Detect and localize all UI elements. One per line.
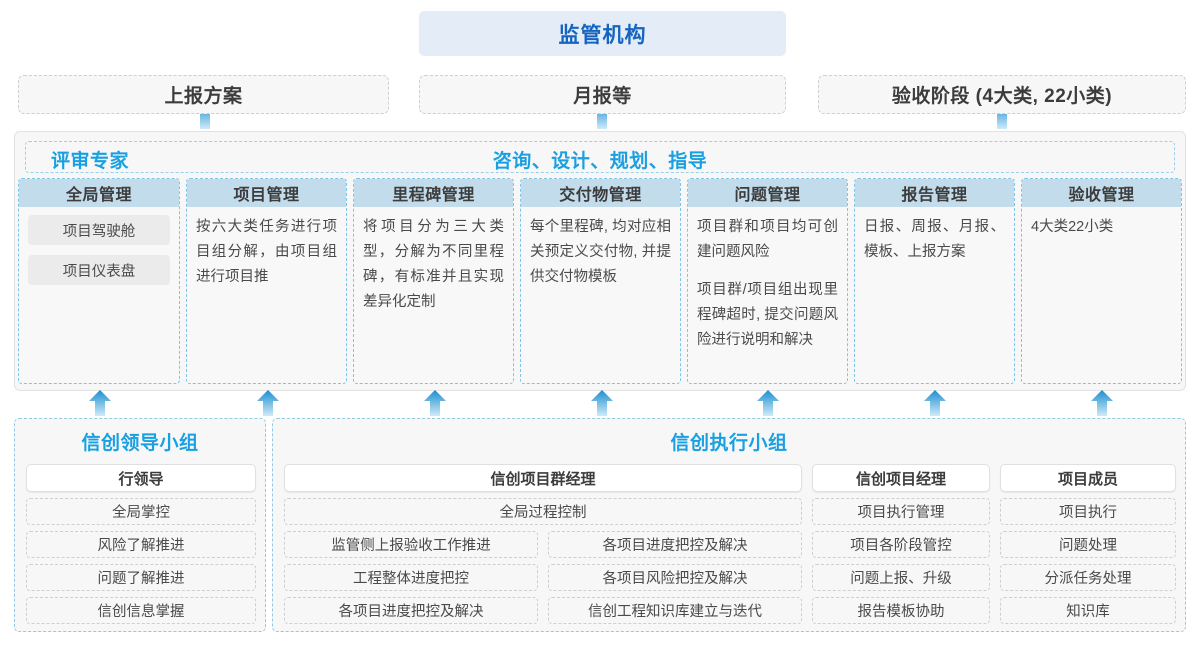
management-card-body-2: 将项目分为三大类型，分解为不同里程碑，有标准并且实现差异化定制 [354, 207, 513, 315]
role-item-project-manager-1[interactable]: 项目各阶段管控 [812, 531, 990, 558]
management-card-body-6: 4大类22小类 [1022, 207, 1181, 240]
up-arrow-icon-mid-0 [89, 390, 111, 416]
management-card-text-2-0: 将项目分为三大类型，分解为不同里程碑，有标准并且实现差异化定制 [363, 219, 504, 310]
management-card-text-3-0: 每个里程碑, 均对应相关预定义交付物, 并提供交付物模板 [530, 219, 671, 285]
role-item-list-project-member: 项目执行问题处理分派任务处理知识库 [1000, 498, 1176, 624]
management-card-title-0: 全局管理 [19, 179, 179, 207]
management-card-body-3: 每个里程碑, 均对应相关预定义交付物, 并提供交付物模板 [521, 207, 680, 290]
management-card-0[interactable]: 全局管理项目驾驶舱项目仪表盘 [18, 178, 180, 384]
management-card-text-4-1: 项目群/项目组出现里程碑超时, 提交问题风险进行说明和解决 [697, 282, 838, 348]
role-item-program-right-2[interactable]: 信创工程知识库建立与迭代 [548, 597, 802, 624]
management-card-text-1-0: 按六大类任务进行项目组分解，由项目组进行项目推 [196, 219, 337, 285]
role-header-project-manager[interactable]: 信创项目经理 [812, 464, 990, 492]
role-item-program-left-1[interactable]: 工程整体进度把控 [284, 564, 538, 591]
panel-title-reviewers: 评审专家 [51, 151, 130, 172]
role-item-program-left-0[interactable]: 监管侧上报验收工作推进 [284, 531, 538, 558]
management-card-text-6-0: 4大类22小类 [1031, 219, 1114, 235]
report-box-plan[interactable]: 上报方案 [18, 75, 389, 114]
up-arrow-icon-mid-1 [257, 390, 279, 416]
leadership-group-title: 信创领导小组 [81, 433, 199, 454]
execution-group-panel: 信创执行小组 信创项目群经理 全局过程控制 监管侧上报验收工作推进工程整体进度把… [272, 418, 1186, 632]
role-header-program-manager[interactable]: 信创项目群经理 [284, 464, 802, 492]
report-box-acceptance[interactable]: 验收阶段 (4大类, 22小类) [818, 75, 1186, 114]
management-card-5[interactable]: 报告管理日报、周报、月报、模板、上报方案 [854, 178, 1015, 384]
regulator-header: 监管机构 [419, 11, 786, 56]
report-box-monthly[interactable]: 月报等 [419, 75, 786, 114]
panel-title-services: 咨询、设计、规划、指导 [492, 151, 708, 172]
management-card-body-5: 日报、周报、月报、模板、上报方案 [855, 207, 1014, 265]
leadership-group-panel: 信创领导小组 行领导 全局掌控风险了解推进问题了解推进信创信息掌握 [14, 418, 266, 632]
management-card-title-3: 交付物管理 [521, 179, 680, 207]
report-box-monthly-label: 月报等 [573, 86, 632, 107]
up-arrow-icon-mid-4 [757, 390, 779, 416]
management-card-title-5: 报告管理 [855, 179, 1014, 207]
role-item-list-project-manager: 项目执行管理项目各阶段管控问题上报、升级报告模板协助 [812, 498, 990, 624]
role-item-bank-leader-0[interactable]: 全局掌控 [26, 498, 256, 525]
role-header-bank-leader[interactable]: 行领导 [26, 464, 256, 492]
up-arrow-icon-mid-2 [424, 390, 446, 416]
management-card-text-5-0: 日报、周报、月报、模板、上报方案 [864, 219, 1005, 260]
up-arrow-icon-mid-3 [591, 390, 613, 416]
role-item-project-member-0[interactable]: 项目执行 [1000, 498, 1176, 525]
role-item-project-manager-3[interactable]: 报告模板协助 [812, 597, 990, 624]
management-card-body-0: 项目驾驶舱项目仪表盘 [19, 207, 179, 285]
management-card-text-4-0: 项目群和项目均可创建问题风险 [697, 219, 838, 260]
role-item-project-member-3[interactable]: 知识库 [1000, 597, 1176, 624]
role-item-list-bank-leader: 全局掌控风险了解推进问题了解推进信创信息掌握 [26, 498, 256, 624]
role-column-project-manager: 信创项目经理 项目执行管理项目各阶段管控问题上报、升级报告模板协助 [812, 464, 990, 624]
management-card-4[interactable]: 问题管理项目群和项目均可创建问题风险项目群/项目组出现里程碑超时, 提交问题风险… [687, 178, 848, 384]
management-card-body-1: 按六大类任务进行项目组分解，由项目组进行项目推 [187, 207, 346, 290]
management-card-title-2: 里程碑管理 [354, 179, 513, 207]
role-column-bank-leader: 行领导 全局掌控风险了解推进问题了解推进信创信息掌握 [26, 464, 256, 624]
management-card-3[interactable]: 交付物管理每个里程碑, 均对应相关预定义交付物, 并提供交付物模板 [520, 178, 681, 384]
management-card-body-4: 项目群和项目均可创建问题风险项目群/项目组出现里程碑超时, 提交问题风险进行说明… [688, 207, 847, 353]
up-arrow-icon-mid-5 [924, 390, 946, 416]
panel-titlebar [25, 141, 1175, 173]
execution-group-title: 信创执行小组 [670, 433, 788, 454]
regulator-label: 监管机构 [558, 23, 647, 47]
role-item-list-program-left: 监管侧上报验收工作推进工程整体进度把控各项目进度把控及解决 [284, 525, 538, 624]
management-card-chip-0-0[interactable]: 项目驾驶舱 [28, 215, 170, 245]
role-item-program-left-2[interactable]: 各项目进度把控及解决 [284, 597, 538, 624]
role-item-list-program-right: 各项目进度把控及解决各项目风险把控及解决信创工程知识库建立与迭代 [548, 525, 802, 624]
role-column-program-manager: 信创项目群经理 全局过程控制 监管侧上报验收工作推进工程整体进度把控各项目进度把… [284, 464, 802, 624]
management-card-6[interactable]: 验收管理 4大类22小类 [1021, 178, 1182, 384]
role-item-program-right-0[interactable]: 各项目进度把控及解决 [548, 531, 802, 558]
up-arrow-icon-mid-6 [1091, 390, 1113, 416]
management-card-title-4: 问题管理 [688, 179, 847, 207]
report-box-acceptance-label: 验收阶段 (4大类, 22小类) [891, 86, 1113, 107]
role-column-project-member: 项目成员 项目执行问题处理分派任务处理知识库 [1000, 464, 1176, 624]
role-item-bank-leader-2[interactable]: 问题了解推进 [26, 564, 256, 591]
role-item-project-manager-0[interactable]: 项目执行管理 [812, 498, 990, 525]
role-item-project-member-2[interactable]: 分派任务处理 [1000, 564, 1176, 591]
role-item-project-member-1[interactable]: 问题处理 [1000, 531, 1176, 558]
management-card-2[interactable]: 里程碑管理将项目分为三大类型，分解为不同里程碑，有标准并且实现差异化定制 [353, 178, 514, 384]
management-card-title-1: 项目管理 [187, 179, 346, 207]
role-header-project-member[interactable]: 项目成员 [1000, 464, 1176, 492]
management-card-1[interactable]: 项目管理按六大类任务进行项目组分解，由项目组进行项目推 [186, 178, 347, 384]
management-card-title-6: 验收管理 [1022, 179, 1181, 207]
role-item-bank-leader-1[interactable]: 风险了解推进 [26, 531, 256, 558]
management-card-chip-0-1[interactable]: 项目仪表盘 [28, 255, 170, 285]
role-item-global-process-control[interactable]: 全局过程控制 [284, 498, 802, 525]
role-item-program-right-1[interactable]: 各项目风险把控及解决 [548, 564, 802, 591]
role-item-project-manager-2[interactable]: 问题上报、升级 [812, 564, 990, 591]
role-item-bank-leader-3[interactable]: 信创信息掌握 [26, 597, 256, 624]
report-box-plan-label: 上报方案 [164, 86, 243, 107]
